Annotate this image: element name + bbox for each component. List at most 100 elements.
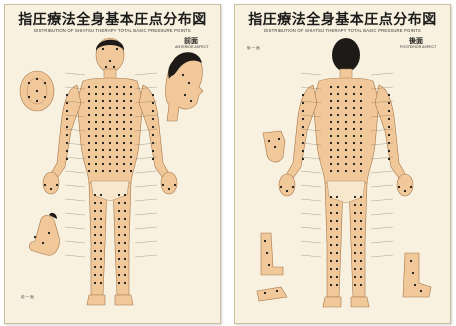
pressure-point <box>274 146 276 148</box>
pressure-point <box>353 142 355 144</box>
pressure-point <box>337 128 339 130</box>
pressure-point <box>123 135 125 137</box>
leader-line <box>65 213 85 215</box>
pressure-point <box>102 100 104 102</box>
pressure-point <box>44 96 46 98</box>
pressure-point <box>360 252 362 254</box>
pressure-point <box>337 121 339 123</box>
leg-inset <box>257 233 287 301</box>
pressure-point <box>345 128 347 130</box>
pressure-point <box>336 220 338 222</box>
pressure-point <box>116 170 118 172</box>
pressure-point <box>360 260 362 262</box>
pressure-point <box>124 266 126 268</box>
pressure-point <box>123 142 125 144</box>
pressure-point <box>95 93 97 95</box>
pressure-point <box>123 121 125 123</box>
posterior-chart-poster: 指圧療法全身基本圧点分布図 DISTRIBUTION OF SHIATSU TH… <box>234 4 451 324</box>
pressure-point <box>100 274 102 276</box>
leader-line <box>135 241 157 243</box>
pressure-point <box>404 190 406 192</box>
pressure-point <box>360 93 362 95</box>
pressure-point <box>345 93 347 95</box>
pressure-point <box>336 252 338 254</box>
pressure-point <box>109 128 111 130</box>
pressure-point <box>336 284 338 286</box>
pressure-point <box>36 90 38 92</box>
pressure-point <box>360 196 362 198</box>
pressure-point <box>345 107 347 109</box>
leader-line <box>301 73 321 75</box>
pressure-point <box>152 118 154 120</box>
pressure-point <box>44 82 46 84</box>
pressure-point <box>95 170 97 172</box>
leader-line <box>371 73 393 75</box>
pressure-point <box>360 86 362 88</box>
pressure-point <box>100 234 102 236</box>
pressure-point <box>66 134 68 136</box>
pressure-point <box>388 158 390 160</box>
pressure-point <box>336 204 338 206</box>
pressure-point <box>124 210 126 212</box>
pressure-point <box>337 156 339 158</box>
pressure-point <box>353 107 355 109</box>
pressure-point <box>398 186 400 188</box>
pressure-point <box>123 86 125 88</box>
pressure-point <box>353 170 355 172</box>
leader-line <box>371 227 393 229</box>
leader-line <box>135 255 157 257</box>
leader-line <box>65 171 85 173</box>
leader-line <box>135 199 157 201</box>
pressure-point <box>276 290 278 292</box>
pressure-point <box>109 163 111 165</box>
pressure-point <box>345 149 347 151</box>
pressure-point <box>94 274 96 276</box>
pressure-point <box>36 78 38 80</box>
pressure-point <box>388 110 390 112</box>
pressure-point <box>330 149 332 151</box>
pressure-point <box>188 82 190 84</box>
pressure-point <box>124 234 126 236</box>
pressure-point <box>118 242 120 244</box>
leader-line <box>65 255 85 257</box>
pressure-point <box>130 128 132 130</box>
leader-line <box>301 213 321 215</box>
anterior-body-illustration <box>5 5 220 323</box>
pressure-point <box>354 204 356 206</box>
pressure-point <box>354 284 356 286</box>
pressure-point <box>360 276 362 278</box>
pressure-point <box>336 260 338 262</box>
pressure-point <box>113 66 115 68</box>
pressure-point <box>302 134 304 136</box>
pressure-point <box>152 150 154 152</box>
leader-line <box>65 227 85 229</box>
leader-line <box>301 227 321 229</box>
pressure-point <box>353 163 355 165</box>
pressure-point <box>109 100 111 102</box>
pressure-point <box>123 156 125 158</box>
pressure-point <box>330 100 332 102</box>
leader-line <box>301 171 321 173</box>
pressure-point <box>360 284 362 286</box>
pressure-point <box>330 268 332 270</box>
pressure-point <box>360 170 362 172</box>
pressure-point <box>330 252 332 254</box>
pressure-point <box>302 94 304 96</box>
pressure-point <box>360 135 362 137</box>
pressure-point <box>280 186 282 188</box>
leader-line <box>135 213 157 215</box>
pressure-point <box>66 126 68 128</box>
pressure-point <box>116 107 118 109</box>
pressure-point <box>354 212 356 214</box>
pressure-point <box>336 212 338 214</box>
pressure-point <box>88 163 90 165</box>
pressure-point <box>123 170 125 172</box>
pressure-point <box>302 118 304 120</box>
pressure-point <box>124 218 126 220</box>
pressure-point <box>116 163 118 165</box>
pressure-point <box>116 93 118 95</box>
pressure-point <box>66 158 68 160</box>
pressure-point <box>88 107 90 109</box>
posterior-body-illustration <box>235 5 450 323</box>
pressure-point <box>330 260 332 262</box>
